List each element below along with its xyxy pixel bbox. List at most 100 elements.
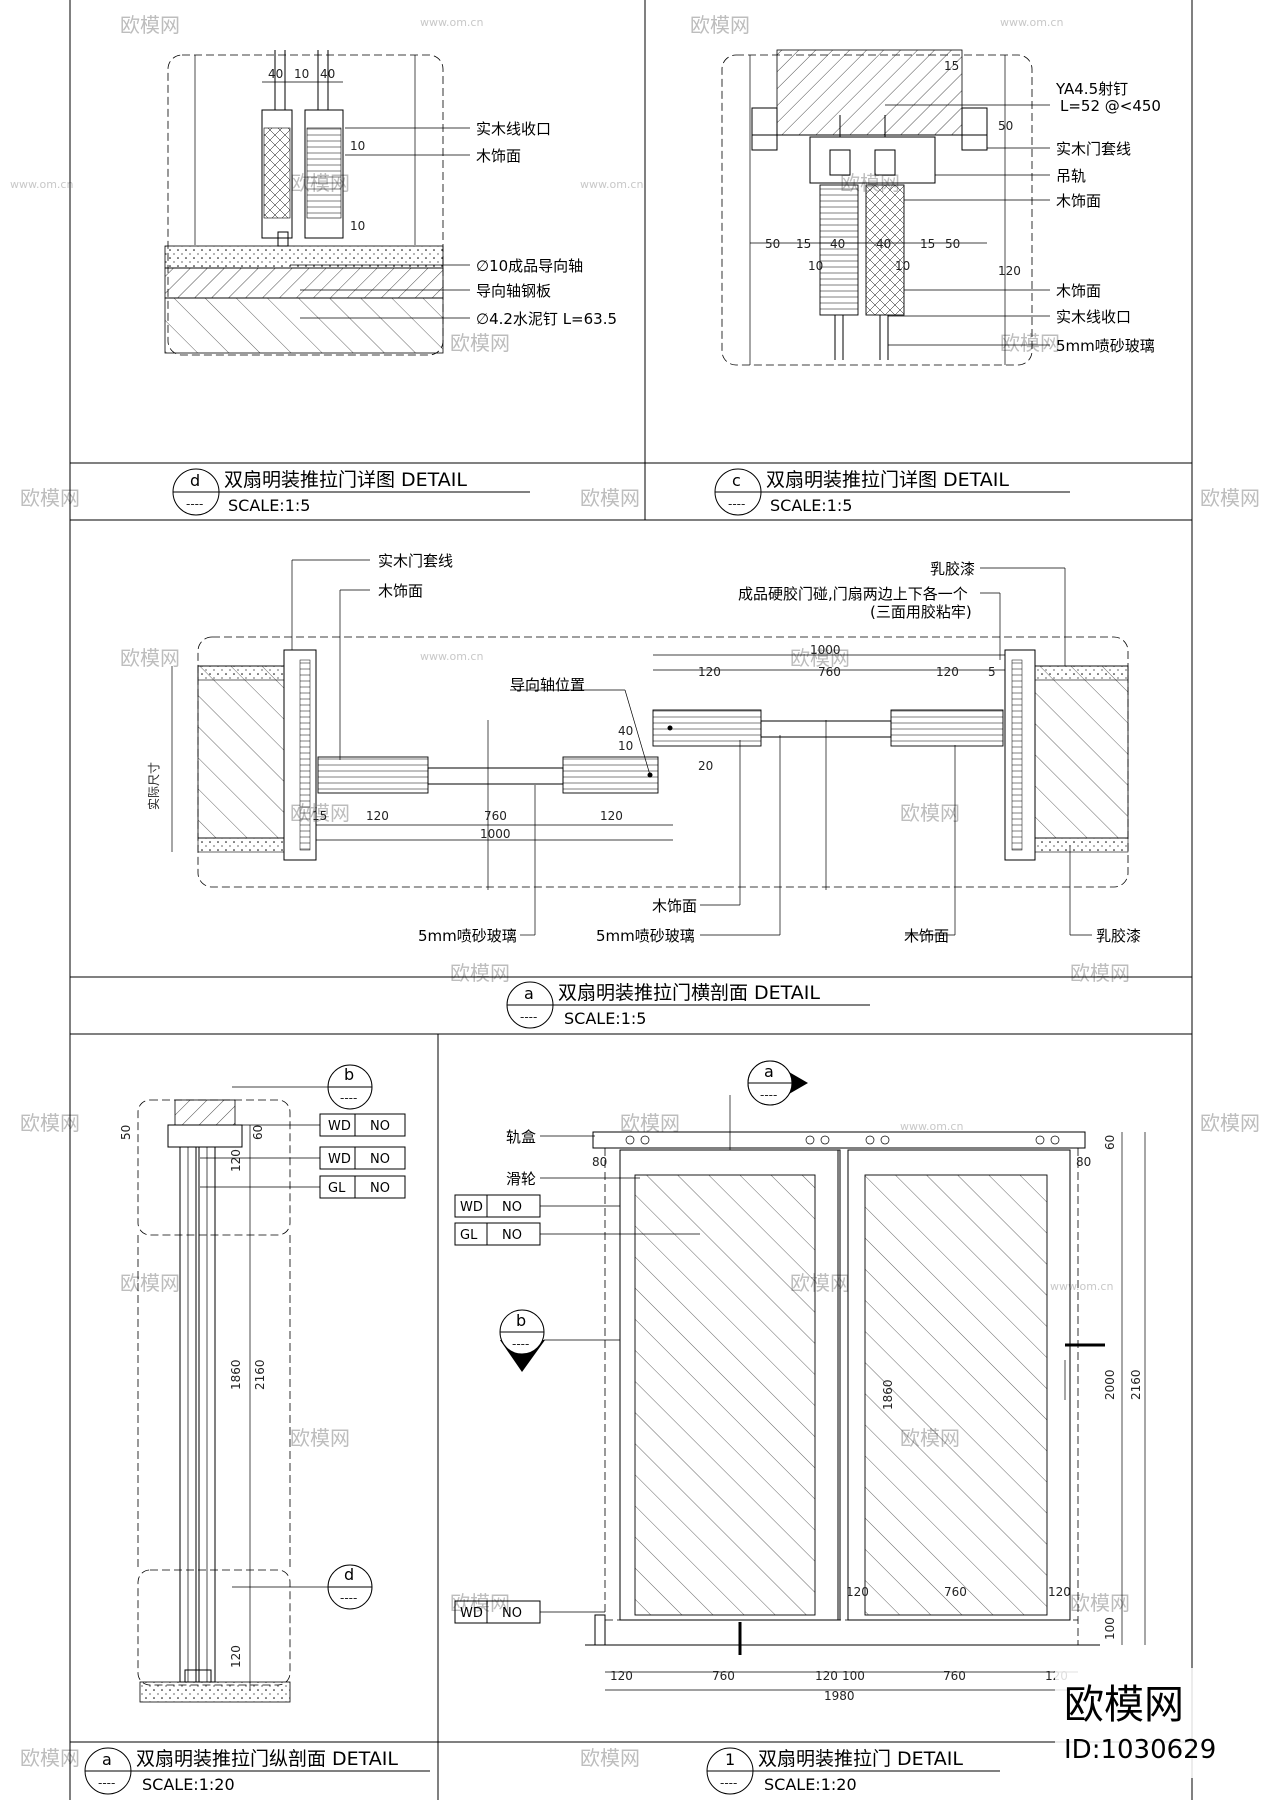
dim-text: 50 — [119, 1125, 133, 1140]
panel-marker-sub: ---- — [728, 497, 745, 511]
label: 乳胶漆 — [1096, 927, 1141, 945]
panel-a-plan-section: 15 120 760 120 1000 1000 760 120 120 5 4… — [146, 552, 1141, 1029]
watermark-text: 欧模网 — [690, 13, 750, 37]
panel-scale: SCALE:1:5 — [228, 496, 310, 515]
dim-text: 40 — [268, 67, 283, 81]
dim-text: 10 — [808, 259, 823, 273]
watermark-text: 欧模网 — [1070, 961, 1130, 985]
label: 吊轨 — [1056, 167, 1086, 185]
label: 5mm喷砂玻璃 — [596, 927, 695, 945]
watermark-text: 欧模网 — [120, 13, 180, 37]
brand-block: 欧模网 ID:1030629 — [1055, 1668, 1255, 1778]
watermark-text: 欧模网 — [1070, 1591, 1130, 1615]
watermark-text: 欧模网 — [20, 1746, 80, 1770]
label: 木饰面 — [904, 927, 949, 945]
watermark-text: 欧模网 — [900, 801, 960, 825]
label: 实木门套线 — [378, 552, 453, 570]
label: ∅10成品导向轴 — [476, 257, 583, 275]
dim-text: 760 — [712, 1669, 735, 1683]
dim-text: 760 — [944, 1585, 967, 1599]
panel-scale: SCALE:1:20 — [142, 1775, 235, 1794]
watermark-text: 欧模网 — [290, 1426, 350, 1450]
watermark-text: 欧模网 — [1000, 331, 1060, 355]
panel-title: 双扇明装推拉门详图 DETAIL — [766, 469, 1009, 491]
watermark-url: www.om.cn — [580, 178, 643, 191]
callout-code: WD — [460, 1200, 483, 1215]
callout-num: NO — [502, 1606, 522, 1621]
panel-marker: c — [732, 471, 741, 490]
dim-text: 1860 — [881, 1379, 895, 1410]
panel-title: 双扇明装推拉门横剖面 DETAIL — [558, 982, 820, 1004]
panel-marker-sub: ---- — [520, 1010, 537, 1024]
label: 轨盒 — [506, 1128, 536, 1146]
label: 木饰面 — [1056, 192, 1101, 210]
callout-num: NO — [502, 1200, 522, 1215]
label: 5mm喷砂玻璃 — [1056, 337, 1155, 355]
watermark-url: www.om.cn — [1050, 1280, 1113, 1293]
dim-text: 2000 — [1103, 1369, 1117, 1400]
label: 木饰面 — [652, 897, 697, 915]
callout-num: NO — [370, 1152, 390, 1167]
watermark-text: 欧模网 — [450, 1591, 510, 1615]
panel-a-vertical-section: 50 120 60 1860 2160 120 b ---- WD NO WD … — [84, 1064, 430, 1795]
watermark-text: 欧模网 — [120, 646, 180, 670]
dim-text: 40 — [830, 237, 845, 251]
dim-text: 120 — [846, 1585, 869, 1599]
dim-text: 1980 — [824, 1689, 855, 1703]
dim-text: 120 — [600, 809, 623, 823]
label: ∅4.2水泥钉 L=63.5 — [476, 310, 617, 328]
panel-marker: d — [190, 471, 200, 490]
dim-text: 60 — [1103, 1135, 1117, 1150]
label: (三面用胶粘牢) — [870, 603, 972, 621]
watermark-text: 欧模网 — [790, 646, 850, 670]
dim-text: 80 — [1076, 1155, 1091, 1169]
panel-elevation: a ---- b ---- 轨盒 滑轮 WD NO GL NO WD NO 80… — [454, 1060, 1146, 1795]
brand-id: ID:1030629 — [1064, 1735, 1216, 1765]
dim-text: 20 — [698, 759, 713, 773]
watermark-url: www.om.cn — [1000, 16, 1063, 29]
panel-marker-sub: ---- — [186, 497, 203, 511]
dim-text: 2160 — [253, 1359, 267, 1390]
watermark-text: 欧模网 — [580, 1746, 640, 1770]
dim-text: 1860 — [229, 1359, 243, 1390]
dim-text: 10 — [350, 219, 365, 233]
brand-name: 欧模网 — [1064, 1682, 1184, 1728]
dim-text: 120 — [229, 1149, 243, 1172]
watermark-text: 欧模网 — [1200, 1111, 1260, 1135]
label: 实木线收口 — [1056, 308, 1131, 326]
label: 导向轴钢板 — [476, 282, 551, 300]
dim-text: 10 — [618, 739, 633, 753]
label: 滑轮 — [506, 1170, 536, 1188]
panel-title: 双扇明装推拉门纵剖面 DETAIL — [136, 1748, 398, 1770]
label: 乳胶漆 — [930, 560, 975, 578]
panel-title: 双扇明装推拉门 DETAIL — [758, 1748, 963, 1770]
dim-text: 120 — [229, 1645, 243, 1668]
dim-text: 100 — [1103, 1617, 1117, 1640]
dim-text: 40 — [876, 237, 891, 251]
watermark-url: www.om.cn — [420, 650, 483, 663]
ref-marker-sub: ---- — [512, 1337, 529, 1351]
dim-text: 10 — [895, 259, 910, 273]
watermark-text: 欧模网 — [620, 1111, 680, 1135]
watermark-text: 欧模网 — [580, 486, 640, 510]
dim-text: 60 — [251, 1125, 265, 1140]
panel-scale: SCALE:1:5 — [564, 1009, 646, 1028]
label: 木饰面 — [1056, 282, 1101, 300]
ref-marker: b — [516, 1311, 526, 1330]
callout-code: GL — [460, 1228, 478, 1243]
label: 实木门套线 — [1056, 140, 1131, 158]
panel-marker: 1 — [725, 1750, 735, 1769]
dim-text: 120 — [815, 1669, 838, 1683]
callout-code: WD — [328, 1119, 351, 1134]
panel-marker: a — [102, 1750, 112, 1769]
label: 木饰面 — [476, 147, 521, 165]
callout-num: NO — [370, 1181, 390, 1196]
panel-marker-sub: ---- — [720, 1776, 737, 1790]
dim-text: 760 — [818, 665, 841, 679]
dim-text: 15 — [796, 237, 811, 251]
callout-code: GL — [328, 1181, 346, 1196]
label: 木饰面 — [378, 582, 423, 600]
dim-text: 100 — [842, 1669, 865, 1683]
